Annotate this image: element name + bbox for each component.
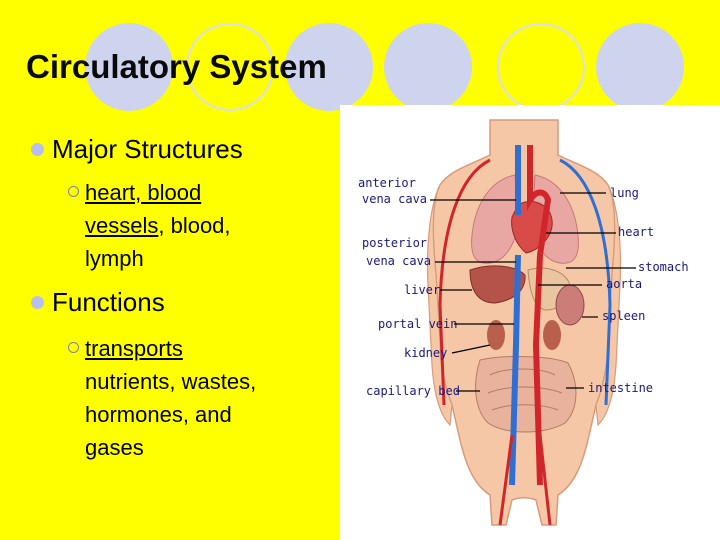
label-anterior-vena-cava: vena cava xyxy=(362,192,427,206)
decorative-ring xyxy=(186,23,274,111)
sub-bullet-ring-icon xyxy=(68,186,79,197)
structures-text: , blood, xyxy=(158,213,231,238)
left-kidney xyxy=(487,320,505,350)
intestine-folds xyxy=(487,368,563,411)
decorative-circle xyxy=(384,23,472,111)
spleen xyxy=(555,284,585,326)
bullet-functions: Functions xyxy=(52,287,165,317)
left-arm xyxy=(426,184,453,427)
label-spleen: spleen xyxy=(602,309,645,323)
label-anterior: anterior xyxy=(358,176,416,190)
arm-vessels xyxy=(438,158,491,406)
label-kidney: kidney xyxy=(404,346,447,360)
vena-cava-vein xyxy=(509,145,521,486)
decorative-circle xyxy=(285,23,373,111)
right-kidney xyxy=(543,320,561,350)
sub-bullet-structures: heart, blood vessels, blood, lymph xyxy=(85,176,315,275)
label-heart: heart xyxy=(618,225,654,239)
label-posterior-vena-cava: vena cava xyxy=(366,254,431,268)
label-liver: liver xyxy=(404,283,440,297)
arm-vessels-vein xyxy=(559,158,612,406)
link-transports[interactable]: transports xyxy=(85,336,183,361)
link-vessels[interactable]: vessels xyxy=(85,213,159,238)
aorta-artery xyxy=(527,145,552,486)
bullet-dot-icon xyxy=(31,143,44,156)
decorative-ring xyxy=(497,23,585,111)
decorative-circle xyxy=(85,23,173,111)
functions-text-2: hormones, and xyxy=(85,402,232,427)
label-portal-vein: portal vein xyxy=(378,317,457,331)
label-capillary-bed: capillary bed xyxy=(366,384,460,398)
sub-bullet-functions: transports nutrients, wastes, hormones, … xyxy=(85,332,315,464)
bullet-dot-icon xyxy=(31,296,44,309)
label-intestine: intestine xyxy=(588,381,653,395)
left-lung xyxy=(471,174,519,264)
structures-text-lymph: lymph xyxy=(85,246,144,271)
slide-title: Circulatory System xyxy=(26,48,327,85)
bullet-major-structures: Major Structures xyxy=(52,134,243,164)
leader-line xyxy=(451,344,491,354)
label-aorta: aorta xyxy=(606,277,642,291)
label-lung: lung xyxy=(610,186,639,200)
label-stomach: stomach xyxy=(638,260,689,274)
leg-vessels xyxy=(498,434,552,526)
label-posterior: posterior xyxy=(362,236,427,250)
decorative-circle xyxy=(596,23,684,111)
right-arm xyxy=(595,184,622,427)
functions-text-3: gases xyxy=(85,435,144,460)
circulatory-system-diagram: anterior vena cava posterior vena cava l… xyxy=(340,105,720,540)
functions-text-1: nutrients, wastes, xyxy=(85,369,257,394)
link-heart-blood[interactable]: heart, blood xyxy=(85,180,202,205)
intestines xyxy=(475,356,577,433)
sub-bullet-ring-icon xyxy=(68,342,79,353)
